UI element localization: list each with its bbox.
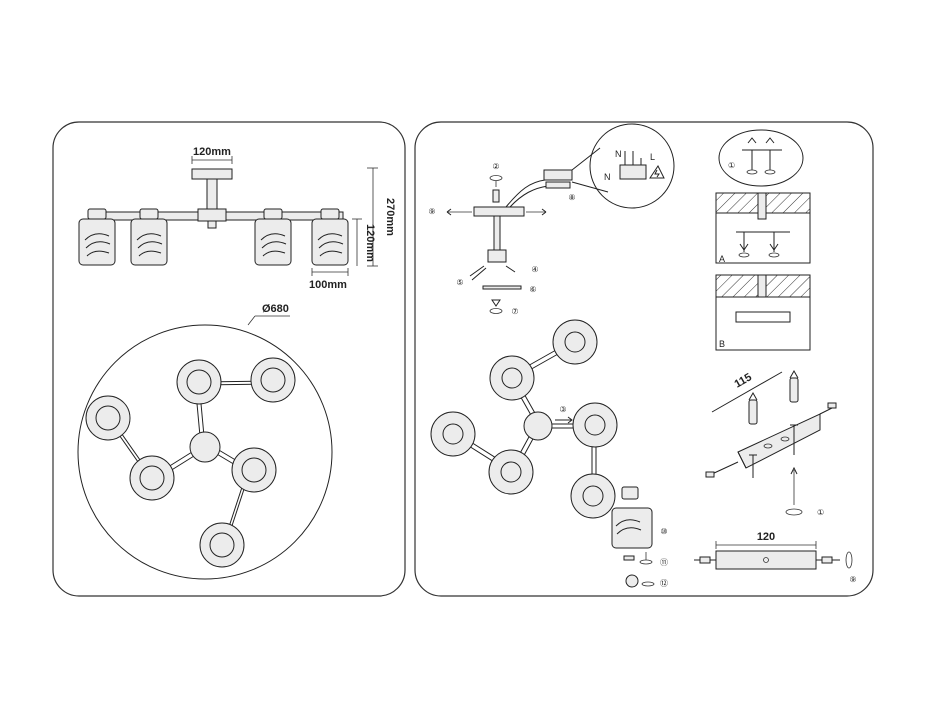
plan-shades [85,357,296,568]
step-4: ④ [531,265,538,274]
step-1-bracket: ① [817,508,824,517]
plan-arms [109,380,273,545]
assembled-hub [523,411,553,441]
step-5: ⑤ [456,278,463,287]
arm-connector [487,249,507,263]
right-panel: ② ⑨ ④ ⑤ ⑥ ⑦ [414,121,874,597]
dim-shade-width: 100mm [309,279,347,291]
shade-1 [78,208,116,266]
step-8: ⑧ [568,193,575,202]
shade-3 [254,208,292,266]
step-7: ⑦ [511,307,518,316]
step-2: ② [492,162,499,171]
step-3: ③ [559,405,566,414]
step-12: ⑫ [660,579,668,588]
step-10: ⑩ [660,527,667,536]
dim-plate-width: 120mm [193,146,231,158]
cap-nut [491,299,501,307]
shade-installation: ⑩ ⑪ ⑫ [611,486,668,588]
exploded-assembly: ② ⑨ ④ ⑤ ⑥ ⑦ [428,123,675,316]
threaded-rod [482,285,522,290]
screw-icon [705,402,837,478]
assembled-plan-view: ③ [430,319,618,519]
shade-4 [311,208,349,266]
terminal-block [543,169,573,181]
dim-shade-height: 120mm [364,224,376,262]
detail-a: A [715,192,811,264]
terminal-l-top: L [650,152,655,162]
electric-hazard-icon [649,165,665,179]
arm-hub [197,208,227,222]
mounting-plate [473,206,525,217]
detail-b-label: B [719,339,725,349]
left-panel: 120mm [52,121,406,597]
bulb [625,574,639,588]
terminal-n-top: N [615,149,622,159]
bracket-bottom-view: 120 ⑨ [694,531,857,584]
step-1-box: ① [728,161,735,170]
step-9-bottom: ⑨ [849,575,856,584]
detail-a-label: A [719,254,725,264]
bracket-width-label: 120 [757,531,775,543]
center-rod [206,178,218,214]
step-11: ⑪ [660,558,668,567]
plan-view: Ø680 [77,303,333,580]
lamp-holder [621,486,639,500]
wiring-callout [589,123,675,209]
rotate-arrow-icon [489,175,503,187]
plan-hub [189,431,221,463]
dim-total-height: 270mm [384,198,396,236]
terminal-n-bottom: N [604,172,611,182]
ceiling-anchor-detail: ① [718,129,804,187]
step-6: ⑥ [529,285,536,294]
step-9: ⑨ [428,207,435,216]
diameter-circle [77,324,333,580]
shade-2 [130,208,168,266]
dim-diameter: Ø680 [262,303,289,315]
canopy-plate [191,168,233,180]
nut [492,189,500,203]
front-elevation: 120mm [78,146,396,291]
wall-plug-icon [748,369,799,425]
detail-b: B [715,274,811,351]
rod [493,215,501,253]
